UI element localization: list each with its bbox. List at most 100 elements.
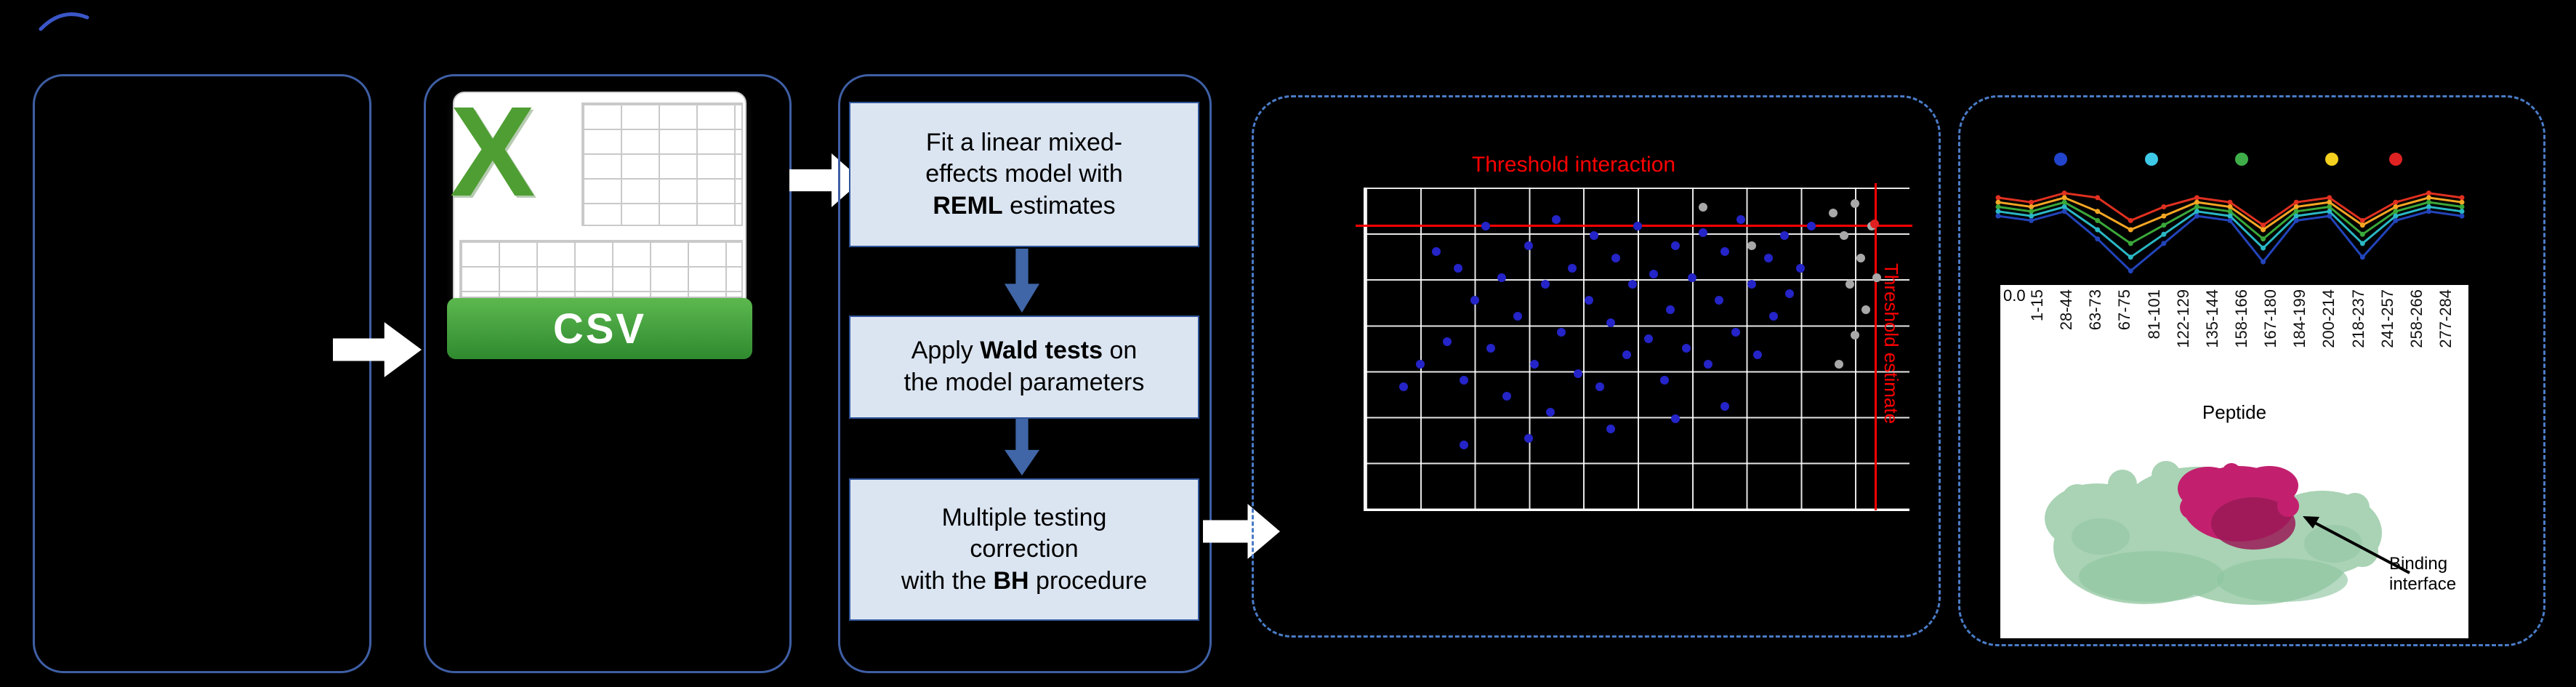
scatter-point [1432,247,1441,257]
peptide-tick-label: 135-144 [2202,289,2221,348]
stray-mark [39,12,89,31]
excel-x-logo: X [450,81,536,223]
scatter-point [1454,263,1463,273]
scatter-point [1557,327,1566,337]
panel-csv [424,74,792,673]
scatter-point [1443,337,1452,347]
scatter-point [1763,254,1773,263]
scatter-point [1584,295,1593,305]
scatter-point [1622,350,1632,359]
spreadsheet-grid [459,240,744,298]
peptide-tick-label: 1-15 [2028,289,2046,322]
legend-dot [2145,153,2158,166]
scatter-point [1665,305,1675,314]
scatter-point [1671,414,1681,424]
panel-input [33,74,371,673]
binding-interface-annotation: Binding interface [2389,554,2456,594]
csv-banner: CSV [447,298,752,359]
scatter-point [1785,289,1795,298]
scatter-point [1568,263,1577,273]
scatter-point [1682,344,1691,353]
scatter-point [1807,222,1816,231]
scatter-point [1415,360,1425,369]
scatter-point [1704,360,1713,369]
legend-dot [2389,153,2402,166]
step-text-line: REML estimates [933,191,1116,220]
binding-interface-region [2178,463,2299,550]
scatter-point [1606,424,1615,433]
scatter-point [1481,222,1490,231]
scatter-point [1845,279,1854,289]
scatter-point [1687,273,1696,282]
scatter-point [1606,318,1615,327]
scatter-point [1502,392,1512,401]
panel-scatter-results [1252,95,1941,638]
scatter-point [1524,433,1534,443]
peptide-tick-label: 81-101 [2144,289,2163,340]
step-text-line: correction [970,535,1079,563]
scatter-point [1752,350,1762,359]
peptide-profile-chart [1995,190,2465,274]
scatter-point [1829,209,1838,218]
peptide-tick-label: 184-199 [2290,289,2309,348]
scatter-point [1611,254,1621,263]
scatter-point [1627,279,1637,289]
scatter-point [1870,220,1880,229]
peptide-tick-label: 258-266 [2407,289,2426,348]
protein-structure [2045,461,2410,605]
scatter-point [1720,401,1729,411]
scatter-point [1497,273,1506,282]
scatter-point [1633,222,1642,231]
csv-file-icon: X CSV [447,81,752,366]
legend-dot [2054,153,2067,166]
step-box-wald-tests: Apply Wald tests on the model parameters [849,316,1199,419]
csv-label: CSV [552,305,647,353]
scatter-point [1720,247,1729,257]
peptide-tick-label: 67-75 [2115,289,2134,331]
scatter-point [1671,241,1681,250]
y-axis-tick: 0.0 [2003,286,2026,305]
legend-dot [2235,153,2248,166]
scatter-point [1590,231,1599,241]
scatter-point [1660,376,1670,385]
x-axis-label: Peptide [2202,401,2267,423]
scatter-point [1747,279,1757,289]
peptide-tick-label: 167-180 [2261,289,2280,348]
annotation-arrow [2303,516,2410,574]
scatter-point [1459,440,1468,449]
step-text-line: Apply Wald tests on [911,337,1138,365]
scatter-points-layer [1366,188,1909,509]
scatter-point [1399,382,1409,392]
scatter-point [1459,376,1468,385]
scatter-point [1851,199,1860,209]
profile-legend [1993,153,2444,167]
annotation-line: interface [2389,574,2457,594]
spreadsheet-grid [581,103,744,227]
peptide-tick-label: 122-129 [2173,289,2192,348]
scatter-point [1861,305,1871,314]
scatter-point [1546,408,1555,417]
peptide-tick-label: 63-73 [2086,289,2105,331]
scatter-point [1551,215,1561,225]
scatter-point [1529,360,1539,369]
scatter-point [1747,241,1757,250]
scatter-plot [1356,183,1912,511]
step-text-line: effects model with [925,160,1123,188]
panel-peptide-results [1958,95,2545,646]
scatter-point [1796,263,1806,273]
scatter-point [1524,241,1534,250]
peptide-tick-label: 241-257 [2378,289,2396,348]
peptide-tick-label: 200-214 [2319,289,2338,348]
scatter-point [1851,331,1860,340]
panel-statistics [838,74,1212,673]
scatter-point [1595,382,1604,392]
threshold-estimate-line [1875,183,1877,510]
scatter-point [1834,360,1843,369]
peptide-tick-label: 277-284 [2436,289,2455,348]
scatter-point [1872,273,1882,282]
step-box-model-fit: Fit a linear mixed- effects model with R… [849,102,1199,247]
scatter-point [1731,327,1740,337]
scatter-point [1769,311,1778,321]
